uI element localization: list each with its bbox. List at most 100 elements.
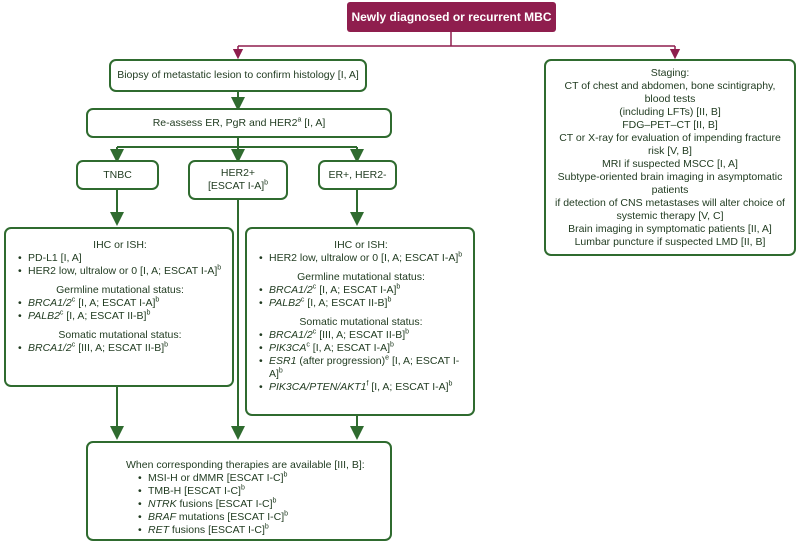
- list-item: PIK3CAc [I, A; ESCAT I-A]b: [259, 341, 467, 356]
- list-item: RET fusions [ESCAT I-C]b: [138, 523, 382, 538]
- list-item: PALB2c [I, A; ESCAT II-B]b: [18, 309, 226, 324]
- footnote-b: b: [264, 179, 269, 187]
- item-text: [I, A; ESCAT II-B]: [304, 297, 388, 309]
- gene-name: BRCA1/2: [28, 342, 72, 354]
- staging-line: Brain imaging in symptomatic patients [I…: [568, 222, 772, 235]
- reassess-label: Re-assess ER, PgR and HER2a [I, A]: [152, 116, 326, 130]
- her2-positive-label: HER2+: [220, 167, 256, 179]
- germline-heading: Germline mutational status:: [56, 284, 184, 296]
- item-text: [I, A; ESCAT I-A]: [368, 381, 449, 393]
- footnote: b: [405, 328, 410, 336]
- tumour-agnostic-heading: When corresponding therapies are availab…: [126, 459, 365, 471]
- item-text: (after progression): [296, 355, 386, 367]
- footnote: b: [390, 341, 394, 349]
- footnote: b: [240, 484, 245, 492]
- item-text: HER2 low, ultralow or 0 [I, A; ESCAT I-A…: [269, 252, 459, 264]
- footnote-a: a: [297, 116, 302, 123]
- staging-box: Staging: CT of chest and abdomen, bone s…: [544, 59, 796, 256]
- biopsy-box: Biopsy of metastatic lesion to confirm h…: [109, 59, 367, 92]
- tumour-agnostic-box: When corresponding therapies are availab…: [86, 441, 392, 541]
- entry-label: Newly diagnosed or recurrent MBC: [351, 10, 552, 24]
- footnote: f: [366, 380, 369, 388]
- er-positive-testing-box: IHC or ISH: HER2 low, ultralow or 0 [I, …: [245, 227, 475, 416]
- list-item: HER2 low, ultralow or 0 [I, A; ESCAT I-A…: [18, 264, 226, 279]
- item-text: [I, A; ESCAT I-A]: [309, 342, 390, 354]
- er-positive-box: ER+, HER2-: [318, 160, 397, 190]
- footnote: b: [278, 367, 283, 375]
- footnote: c: [59, 309, 64, 317]
- gene-name: PALB2: [269, 297, 301, 309]
- staging-line: MRI if suspected MSCC [I, A]: [602, 157, 738, 170]
- list-item: MSI-H or dMMR [ESCAT I-C]b: [138, 472, 382, 486]
- reassess-text: Re-assess ER, PgR and HER2: [152, 116, 298, 129]
- footnote: b: [146, 309, 151, 317]
- list-item: BRAF mutations [ESCAT I-C]b: [138, 510, 382, 525]
- gene-name: PALB2: [28, 310, 60, 322]
- item-text: [I, A; ESCAT I-A]: [316, 284, 397, 296]
- staging-heading: Staging:: [650, 66, 690, 79]
- item-text: TMB-H [ESCAT I-C]: [148, 485, 241, 497]
- germline-list: BRCA1/2c [I, A; ESCAT I-A]b PALB2c [I, A…: [255, 283, 467, 311]
- list-item: BRCA1/2c [III, A; ESCAT II-B]b: [18, 341, 226, 356]
- staging-line: systemic therapy [V, C]: [616, 209, 724, 222]
- footnote: c: [71, 341, 76, 349]
- gene-name: ESR1: [269, 355, 297, 367]
- item-text: PD-L1 [I, A]: [28, 252, 82, 264]
- list-item: TMB-H [ESCAT I-C]b: [138, 484, 382, 499]
- footnote: b: [217, 264, 222, 272]
- tnbc-testing-box: IHC or ISH: PD-L1 [I, A] HER2 low, ultra…: [4, 227, 234, 387]
- footnote: c: [300, 296, 305, 304]
- germline-heading: Germline mutational status:: [297, 271, 425, 283]
- item-text: [I, A; ESCAT I-A]: [269, 355, 460, 380]
- somatic-list: BRCA1/2c [III, A; ESCAT II-B]b PIK3CAc […: [255, 328, 467, 395]
- somatic-heading: Somatic mutational status:: [58, 329, 182, 341]
- gene-name: BRCA1/2: [269, 284, 313, 296]
- ihc-list: HER2 low, ultralow or 0 [I, A; ESCAT I-A…: [255, 251, 467, 266]
- staging-line: (including LFTs) [II, B]: [619, 105, 721, 118]
- ihc-list: PD-L1 [I, A] HER2 low, ultralow or 0 [I,…: [14, 252, 226, 278]
- item-text: [I, A; ESCAT II-B]: [63, 310, 147, 322]
- staging-line: FDG–PET–CT [II, B]: [622, 118, 718, 131]
- somatic-list: BRCA1/2c [III, A; ESCAT II-B]b: [14, 341, 226, 356]
- gene-name: BRCA1/2: [28, 297, 72, 309]
- footnote: b: [284, 510, 289, 518]
- list-item: PD-L1 [I, A]: [18, 252, 226, 265]
- footnote: b: [272, 497, 277, 505]
- footnote: b: [387, 296, 392, 304]
- item-text: fusions [ESCAT I-C]: [176, 498, 273, 510]
- her2-positive-box: HER2+ [ESCAT I-A]b: [188, 160, 288, 200]
- list-item: BRCA1/2c [I, A; ESCAT I-A]b: [259, 283, 467, 298]
- footnote: b: [264, 523, 269, 531]
- footnote: b: [458, 251, 463, 259]
- gene-name: RET: [148, 524, 169, 536]
- gene-name: PIK3CA/PTEN/AKT1: [269, 381, 367, 393]
- item-text: mutations [ESCAT I-C]: [176, 511, 285, 523]
- footnote: c: [306, 341, 310, 349]
- tnbc-box: TNBC: [76, 160, 159, 190]
- footnote: b: [155, 296, 160, 304]
- item-text: MSI-H or dMMR [ESCAT I-C]: [148, 472, 284, 484]
- footnote: b: [396, 283, 401, 291]
- gene-name: PIK3CA: [269, 342, 307, 354]
- staging-line: if detection of CNS metastases will alte…: [555, 196, 785, 209]
- her2-escat-text: [ESCAT I-A]: [207, 180, 265, 192]
- reassess-level: [I, A]: [301, 116, 326, 129]
- ihc-heading: IHC or ISH:: [93, 239, 147, 251]
- footnote: c: [312, 328, 317, 336]
- gene-name: BRAF: [148, 511, 177, 523]
- item-text: [III, A; ESCAT II-B]: [75, 342, 165, 354]
- staging-line: Lumbar puncture if suspected LMD [II, B]: [574, 235, 766, 248]
- staging-line: CT or X-ray for evaluation of impending …: [559, 131, 781, 157]
- list-item: HER2 low, ultralow or 0 [I, A; ESCAT I-A…: [259, 251, 467, 266]
- footnote: b: [448, 380, 453, 388]
- footnote: c: [312, 283, 317, 291]
- her2-positive-escat: [ESCAT I-A]b: [208, 180, 268, 193]
- item-text: fusions [ESCAT I-C]: [169, 524, 265, 536]
- er-positive-label: ER+, HER2-: [328, 168, 387, 181]
- germline-list: BRCA1/2c [I, A; ESCAT I-A]b PALB2c [I, A…: [14, 296, 226, 324]
- footnote: b: [164, 341, 169, 349]
- staging-line: Subtype-oriented brain imaging in asympt…: [557, 170, 783, 196]
- biopsy-label: Biopsy of metastatic lesion to confirm h…: [117, 69, 359, 81]
- ihc-heading: IHC or ISH:: [334, 239, 388, 251]
- list-item: NTRK fusions [ESCAT I-C]b: [138, 497, 382, 512]
